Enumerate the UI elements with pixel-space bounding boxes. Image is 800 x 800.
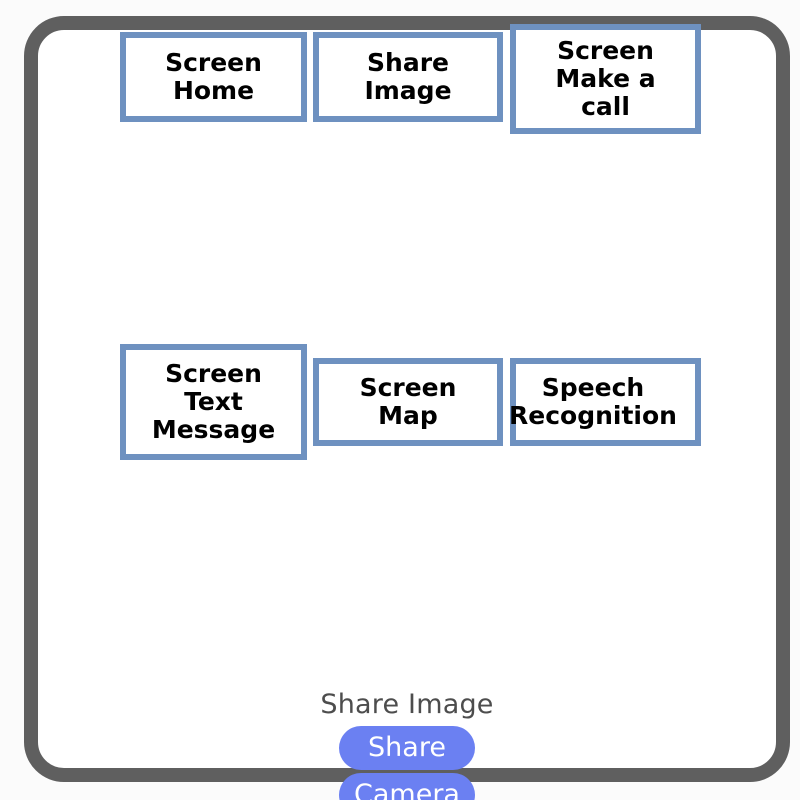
- share-action-button[interactable]: Share: [339, 725, 475, 770]
- share-sheet: Share Image Share Camera: [38, 690, 776, 800]
- camera-action-button[interactable]: Camera: [339, 772, 475, 800]
- share-sheet-title: Share Image: [320, 689, 494, 720]
